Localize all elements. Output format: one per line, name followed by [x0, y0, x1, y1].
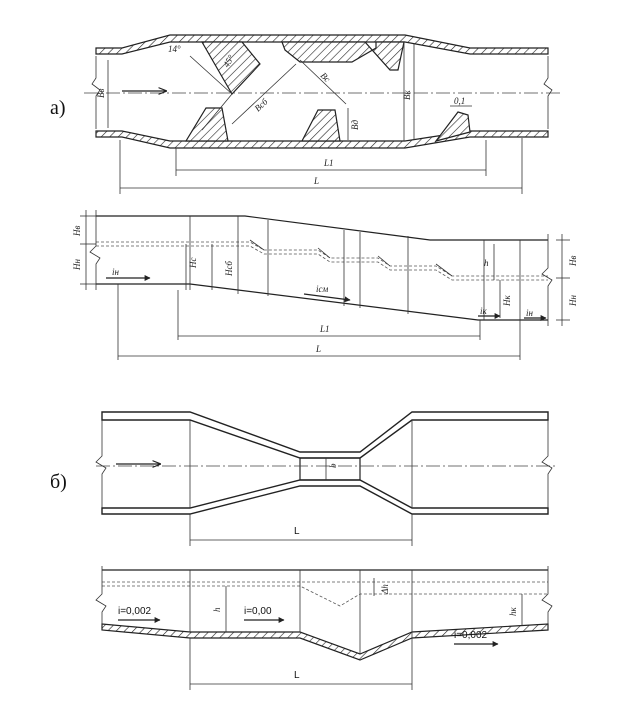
plan-a-label-l: L: [313, 176, 319, 186]
plan-b-bottom-wall: [101, 479, 549, 515]
plan-a-label-angle: 14°: [168, 44, 181, 54]
plan-a-label-l1: L1: [323, 158, 334, 168]
plan-b-label-b: b: [328, 463, 338, 468]
profile-b-label-hk: hк: [508, 607, 518, 617]
profile-b-label-l: L: [294, 670, 300, 681]
plan-a-bottom-wall: [95, 130, 549, 149]
profile-a-break-right: [541, 234, 553, 326]
profile-a-bottom: [96, 283, 548, 321]
profile-b-water: [102, 585, 548, 607]
profile-b-label-i-mid: i=0,00: [244, 606, 272, 617]
plan-a-label-bv: Bв: [96, 89, 106, 98]
profile-a-label-in: iн: [112, 267, 120, 277]
plan-a-top-wall: [95, 34, 549, 55]
panel-b-profile: i=0,002 h i=0,00 Δh i=0,002 hк L: [95, 566, 553, 690]
profile-a-label-hn2: Hн: [568, 295, 578, 307]
profile-a-label-hb: Hв: [568, 256, 578, 267]
profile-a-label-hc: Hс: [188, 258, 198, 270]
plan-a-label-bsb: Bсб: [253, 96, 270, 113]
panel-a-label: а): [50, 97, 66, 119]
plan-a-dim-bs: [299, 59, 347, 105]
profile-a-steps: [249, 239, 453, 277]
panel-a-profile: Hв Hн iн Hс Hсб iсм h Hк iк iн Hв Hн L1: [72, 210, 578, 360]
profile-b-label-dh: Δh: [380, 584, 390, 595]
profile-a-break-left: [89, 210, 101, 290]
profile-a-arrow-ism: [303, 293, 351, 303]
plan-a-break-left: [91, 56, 101, 129]
panel-a-plan: Bв Bк Bсб Bс Bд 14° 45° 0,1 L1 L: [84, 34, 560, 194]
profile-a-water-surface-2: [96, 245, 548, 281]
plan-a-baffle-bottom-3: [434, 111, 471, 143]
plan-b-label-l: L: [294, 526, 300, 537]
plan-a-baffle-bottom-2: [301, 109, 341, 142]
profile-b-break-left: [95, 566, 107, 626]
profile-a-label-ism: iсм: [316, 284, 328, 294]
profile-a-label-hv: Hв: [72, 226, 82, 237]
profile-a-water-surface: [96, 241, 548, 277]
profile-a-label-l1: L1: [319, 324, 330, 334]
profile-a-label-l: L: [315, 344, 321, 354]
profile-a-label-h: h: [484, 258, 489, 268]
profile-b-label-h: h: [212, 607, 222, 612]
profile-a-label-hn: Hн: [72, 259, 82, 271]
profile-b-label-i-left: i=0,002: [118, 606, 152, 617]
profile-a-label-in2: iн: [526, 308, 534, 318]
profile-a-label-hsb: Hсб: [224, 261, 234, 277]
profile-a-label-hk: Hк: [502, 295, 512, 307]
profile-a-top: [96, 215, 548, 241]
plan-a-label-bs: Bс: [319, 70, 333, 84]
profile-b-break-right: [541, 566, 553, 624]
plan-a-baffle-top-2: [281, 41, 405, 71]
plan-a-chevron-line: [201, 93, 233, 131]
profile-a-sections: [189, 216, 521, 360]
plan-b-top-wall: [101, 411, 549, 459]
profile-a-label-ik: iк: [480, 306, 488, 316]
profile-b-label-i-right: i=0,002: [454, 630, 488, 641]
plan-b-throat: [299, 457, 361, 481]
plan-a-label-tip: 0,1: [454, 96, 465, 106]
plan-a-break-right: [543, 56, 553, 129]
plan-a-dim-bsb: [231, 63, 297, 125]
plan-a-label-bk: Bк: [402, 90, 412, 100]
plan-a-chevron-line: [189, 55, 233, 95]
panel-b-plan: b L: [95, 411, 556, 546]
plan-b-break-left: [95, 420, 107, 508]
panel-b-label: б): [50, 471, 67, 493]
plan-b-break-right: [541, 420, 553, 508]
plan-a-baffle-top-1: [200, 41, 261, 96]
plan-a-label-bd: Bд: [350, 120, 360, 130]
